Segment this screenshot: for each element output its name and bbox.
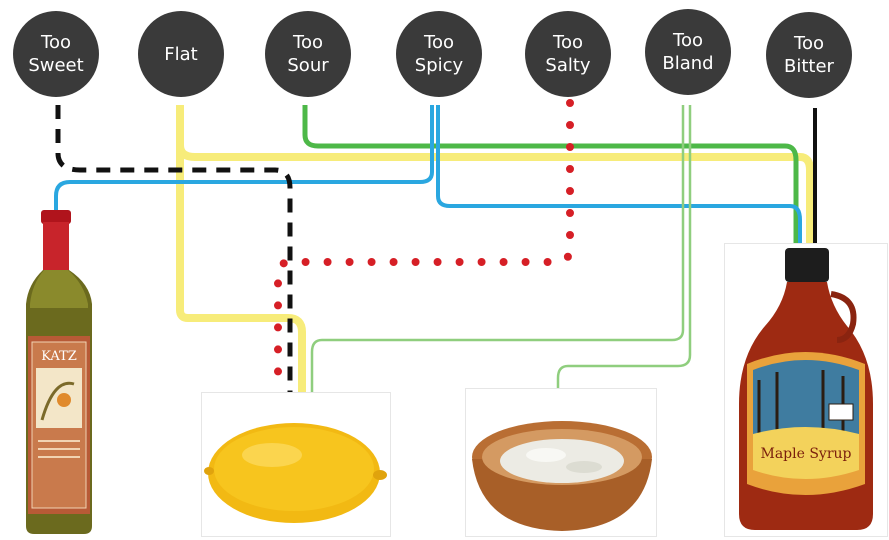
node-label: Too Bitter xyxy=(784,33,834,77)
node-too-bitter: Too Bitter xyxy=(766,12,852,98)
node-too-sweet: Too Sweet xyxy=(13,11,99,97)
node-label: Flat xyxy=(164,43,198,65)
node-label: Too Sweet xyxy=(28,32,84,76)
line-flat-to-lemon xyxy=(176,105,306,392)
lemon-image xyxy=(204,423,387,523)
line-sweet-to-lemon xyxy=(55,105,293,392)
salt-bowl-card xyxy=(465,388,657,537)
node-label: Too Spicy xyxy=(414,32,464,76)
salt-bowl-image xyxy=(472,421,652,531)
node-too-sour: Too Sour xyxy=(265,11,351,97)
line-spicy-to-oil xyxy=(54,105,434,212)
olive-oil-bottle-image: KATZ xyxy=(26,210,92,534)
line-flat-to-syrup xyxy=(176,105,814,245)
line-sour-to-syrup xyxy=(302,105,799,245)
node-flat: Flat xyxy=(138,11,224,97)
syrup-label: Maple Syrup xyxy=(760,446,851,462)
node-label: Too Bland xyxy=(662,30,714,74)
maple-syrup-bottle-image: Maple Syrup xyxy=(739,248,873,530)
line-bland-to-salt xyxy=(556,105,692,388)
node-label: Too Sour xyxy=(287,32,329,76)
line-spicy-to-syrup xyxy=(436,105,802,245)
node-too-bland: Too Bland xyxy=(645,9,731,95)
node-too-spicy: Too Spicy xyxy=(396,11,482,97)
maple-syrup-card: Maple Syrup xyxy=(724,243,888,537)
oil-brand-label: KATZ xyxy=(41,349,77,364)
line-bland-to-lemon xyxy=(310,105,685,392)
lemon-card xyxy=(201,392,391,537)
line-salty-to-lemon xyxy=(274,99,574,396)
node-label: Too Salty xyxy=(545,32,591,76)
node-too-salty: Too Salty xyxy=(525,11,611,97)
